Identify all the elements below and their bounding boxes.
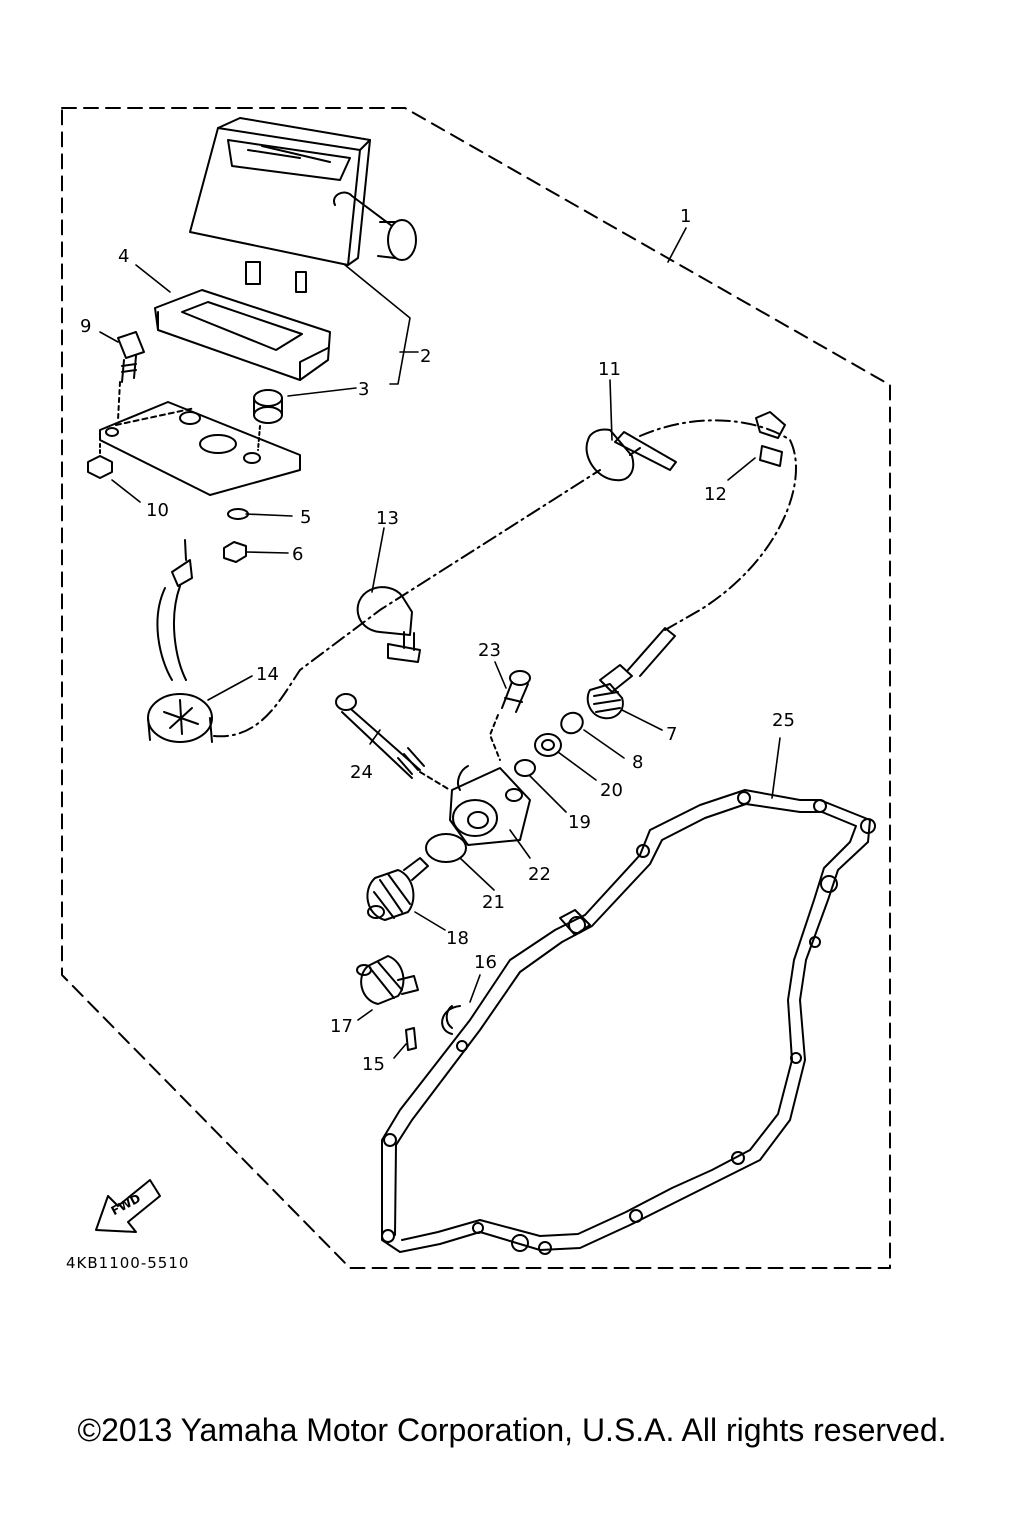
- washer-19: [514, 759, 536, 777]
- clamp-11: [585, 428, 677, 482]
- washer-5: [227, 508, 249, 520]
- grommet-3: [253, 389, 283, 451]
- callout-25: 25: [772, 710, 795, 731]
- callout-12: 12: [704, 484, 727, 505]
- callout-2: 2: [420, 346, 431, 367]
- o-ring-21: [425, 833, 467, 863]
- callout-24: 24: [350, 762, 373, 783]
- callout-22: 22: [528, 864, 551, 885]
- callout-23: 23: [478, 640, 501, 661]
- callout-19: 19: [568, 812, 591, 833]
- callout-6: 6: [292, 544, 303, 565]
- stay-plate: [99, 401, 301, 496]
- gear-17: [356, 955, 419, 1005]
- callout-17: 17: [330, 1016, 353, 1037]
- callout-21: 21: [482, 892, 505, 913]
- callout-13: 13: [376, 508, 399, 529]
- callout-labels: 1 2 3 4 5 6 7 8 9 10 11 12 13 14 15 16 1…: [80, 206, 795, 1075]
- assembly-boundary: [61, 107, 891, 1269]
- clamp-13: [356, 586, 421, 663]
- part-code: 4KB1100-5510: [66, 1254, 189, 1272]
- callout-18: 18: [446, 928, 469, 949]
- parts-diagram: FWD 1 2 3 4 5 6 7 8 9 10 11 12 13 14 15 …: [61, 107, 891, 1272]
- nut-6: [223, 541, 247, 563]
- callout-9: 9: [80, 316, 91, 337]
- leader-lines: [99, 227, 781, 1059]
- clip-12: [755, 411, 786, 467]
- bolt-9: [117, 331, 145, 421]
- copyright-notice: ©2013 Yamaha Motor Corporation, U.S.A. A…: [77, 1412, 947, 1448]
- bolt-23: [489, 670, 531, 761]
- callout-16: 16: [474, 952, 497, 973]
- callout-1: 1: [680, 206, 691, 227]
- callout-7: 7: [666, 724, 677, 745]
- gear-7: [586, 627, 676, 720]
- bolt-24: [335, 693, 451, 791]
- callout-5: 5: [300, 507, 311, 528]
- callout-14: 14: [256, 664, 279, 685]
- nut-10: [87, 443, 113, 479]
- o-ring-8: [560, 711, 584, 735]
- callout-15: 15: [362, 1054, 385, 1075]
- gasket-25: [381, 789, 876, 1255]
- bearing-20: [534, 733, 562, 757]
- pin-15: [405, 1027, 417, 1051]
- fwd-arrow-icon: [95, 1179, 161, 1233]
- callout-8: 8: [632, 752, 643, 773]
- housing-22: [449, 765, 531, 846]
- callout-10: 10: [146, 500, 169, 521]
- circlip-16: [441, 1005, 461, 1035]
- speedometer-body: [189, 117, 417, 293]
- speedometer-cable: [147, 419, 797, 743]
- callout-11: 11: [598, 359, 621, 380]
- gear-18: [366, 857, 429, 921]
- callout-20: 20: [600, 780, 623, 801]
- meter-bracket: [154, 289, 331, 381]
- callout-3: 3: [358, 379, 369, 400]
- callout-4: 4: [118, 246, 129, 267]
